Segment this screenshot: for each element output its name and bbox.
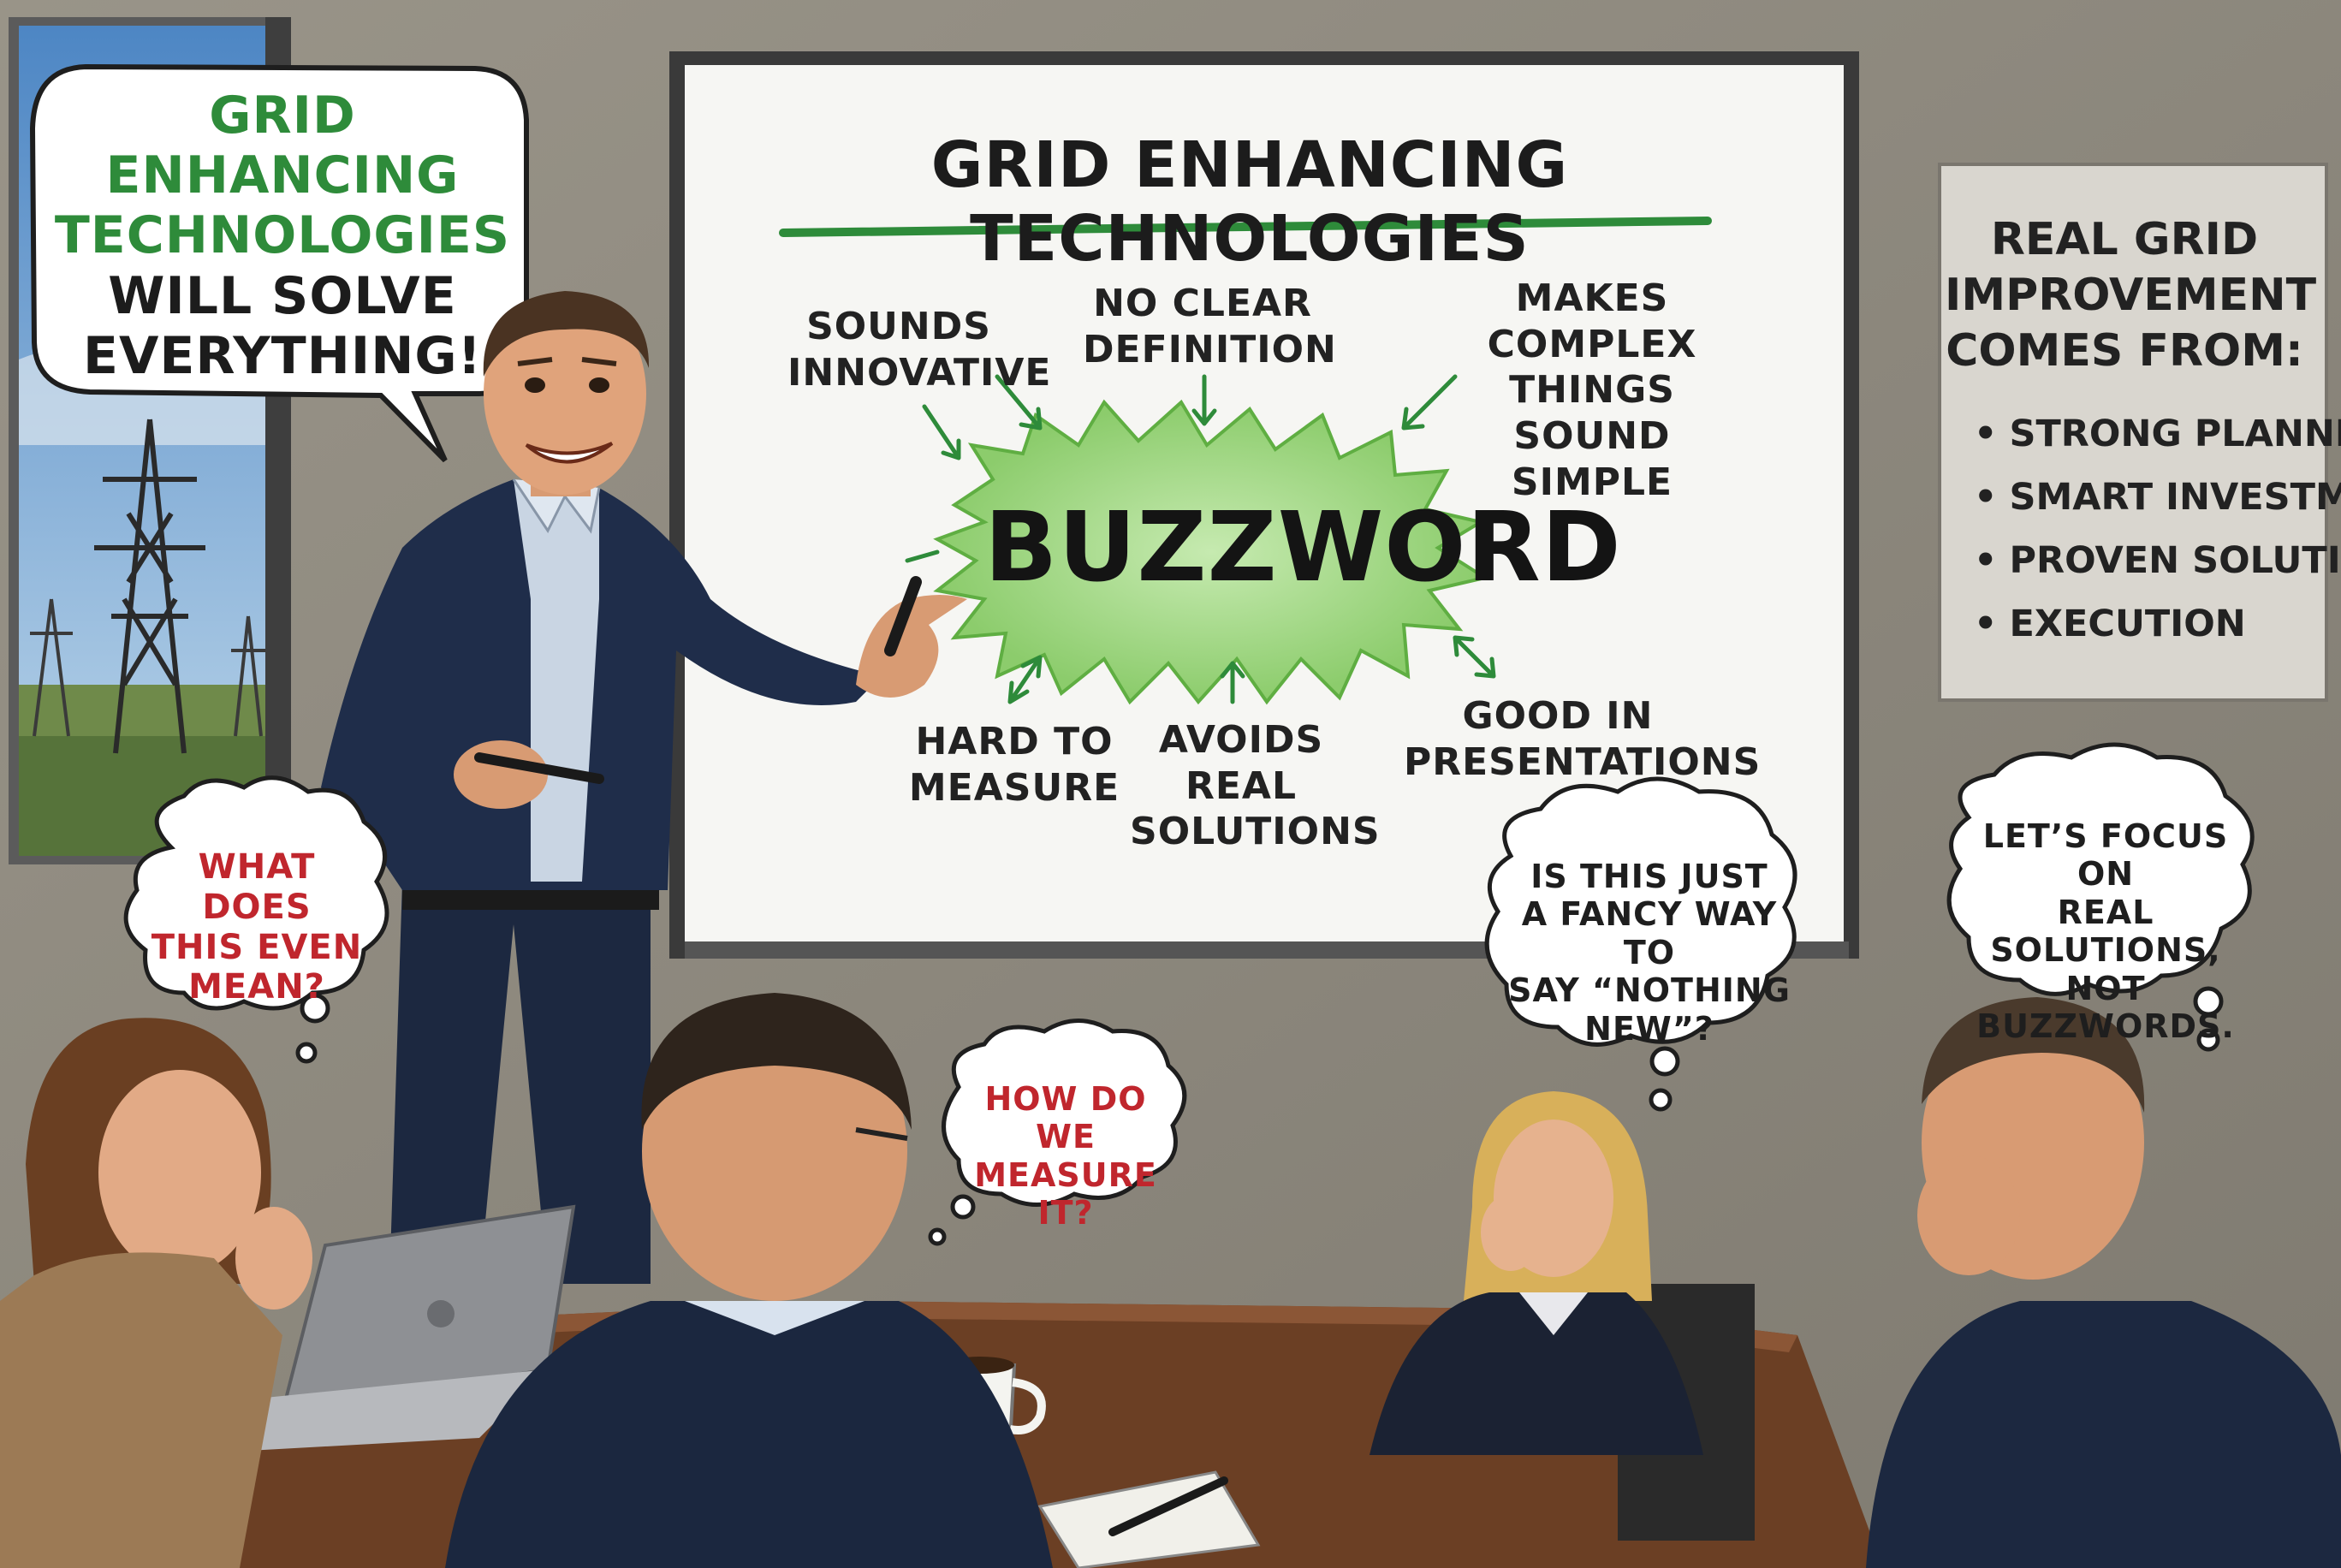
note-line: MAKES COMPLEX: [1487, 276, 1697, 366]
thought-text-middle: HOW DO WE MEASURE IT?: [959, 1080, 1173, 1232]
note-sounds-innovative: SOUNDS INNOVATIVE: [787, 304, 1052, 395]
thought-line: NEW”?: [1584, 1009, 1714, 1048]
thought-text-right: LET’S FOCUS ON REAL SOLUTIONS, NOT BUZZW…: [1956, 817, 2255, 1046]
note-line: SOLUTIONS: [1130, 810, 1381, 854]
arrow-icon: [905, 374, 1496, 704]
bullet-icon: •: [1974, 603, 1998, 645]
thought-line: SAY “NOTHING: [1508, 971, 1791, 1010]
poster-item: • STRONG PLANNING: [1974, 402, 2341, 466]
note-line: REAL: [1185, 763, 1298, 808]
poster-item: • EXECUTION: [1974, 592, 2316, 656]
thought-line: IS THIS JUST: [1530, 858, 1768, 895]
note-line: NO CLEAR: [1093, 282, 1312, 325]
marker-pen-icon: [884, 576, 922, 656]
note-line: INNOVATIVE: [787, 350, 1052, 395]
thought-line: THIS EVEN: [151, 927, 363, 967]
buzzword-burst: [933, 399, 1490, 705]
bullet-icon: •: [1974, 476, 1998, 519]
whiteboard: [669, 51, 1859, 959]
thought-line: HOW DO WE: [984, 1080, 1147, 1156]
transmission-tower-icon: [94, 419, 205, 754]
attendee-center-man: [445, 993, 1053, 1568]
poster-heading-line: REAL GRID: [1990, 214, 2259, 265]
note-line: THINGS SOUND: [1509, 368, 1675, 459]
note-line: GOOD IN: [1462, 694, 1654, 738]
note-line: SIMPLE: [1511, 460, 1673, 504]
note-line: DEFINITION: [1083, 327, 1337, 371]
poster-heading: REAL GRID IMPROVEMENT COMES FROM:: [1945, 212, 2317, 379]
note-line: HARD TO: [915, 720, 1114, 763]
note-line: MEASURE: [908, 765, 1120, 810]
speech-line-1: GRID ENHANCING: [105, 86, 460, 206]
thought-bubble-middle: [928, 1019, 1187, 1246]
poster-heading-line: IMPROVEMENT: [1945, 270, 2317, 321]
thought-line: A FANCY WAY TO: [1521, 895, 1778, 971]
buzzword-label: BUZZWORD: [984, 492, 1622, 603]
poster-item: • SMART INVESTMENT: [1974, 466, 2341, 529]
thought-text-center-right: IS THIS JUST A FANCY WAY TO SAY “NOTHING…: [1508, 858, 1791, 1048]
bullet-icon: •: [1974, 539, 1998, 582]
poster-item: • PROVEN SOLUTIONS: [1974, 529, 2341, 592]
note-avoids-real-solutions: AVOIDS REAL SOLUTIONS: [1130, 717, 1381, 855]
thought-bubble-left: [123, 775, 389, 1064]
attendee-right-man: [1866, 997, 2341, 1568]
laptop-icon: [171, 1204, 576, 1455]
thought-bubble-right: [1946, 742, 2255, 1052]
notepad: [1037, 1470, 1261, 1568]
whiteboard-title: GRID ENHANCING TECHNOLOGIES: [930, 128, 1569, 276]
thought-line: MEASURE IT?: [974, 1155, 1157, 1232]
speech-bubble-text: GRID ENHANCING TECHNOLOGIES WILL SOLVE E…: [51, 86, 514, 386]
poster-item-label: PROVEN SOLUTIONS: [2009, 539, 2341, 582]
note-good-in-presentations: GOOD IN PRESENTATIONS: [1404, 693, 1762, 785]
note-hard-to-measure: HARD TO MEASURE: [907, 719, 1121, 811]
attendee-right-woman: [1370, 1091, 1755, 1541]
note-line: PRESENTATIONS: [1404, 739, 1762, 784]
poster: [1938, 163, 2328, 702]
speech-line-3: WILL SOLVE: [108, 265, 457, 326]
poster-item-label: EXECUTION: [2009, 603, 2246, 645]
attendee-left-woman: [0, 1018, 312, 1568]
speech-bubble: [29, 63, 529, 463]
poster-item-label: STRONG PLANNING: [2009, 413, 2341, 455]
poster-list: • STRONG PLANNING • SMART INVESTMENT • PROV…: [1974, 402, 2341, 656]
thought-line: NOT BUZZWORDS.: [1976, 969, 2235, 1046]
thought-line: MEAN?: [188, 967, 325, 1007]
thought-text-left: WHAT DOES THIS EVEN MEAN?: [146, 847, 368, 1007]
speech-line-4: EVERYTHING!: [82, 325, 483, 386]
thought-line: LET’S FOCUS ON: [1982, 817, 2229, 894]
note-line: SOUNDS: [806, 305, 991, 348]
title-underline: [779, 217, 1712, 237]
thought-line: WHAT DOES: [198, 847, 316, 927]
thought-line: REAL SOLUTIONS,: [1990, 893, 2221, 970]
poster-item-label: SMART INVESTMENT: [2009, 476, 2341, 519]
note-no-clear-definition: NO CLEAR DEFINITION: [1083, 281, 1337, 372]
note-makes-complex-simple: MAKES COMPLEX THINGS SOUND SIMPLE: [1438, 276, 1746, 505]
presenter: [321, 291, 967, 1284]
poster-heading-line: COMES FROM:: [1946, 325, 2303, 377]
bullet-icon: •: [1974, 413, 1998, 455]
speech-line-2: TECHNOLOGIES: [54, 205, 511, 266]
note-line: AVOIDS: [1158, 718, 1324, 762]
thought-bubble-center-right: [1484, 776, 1797, 1112]
